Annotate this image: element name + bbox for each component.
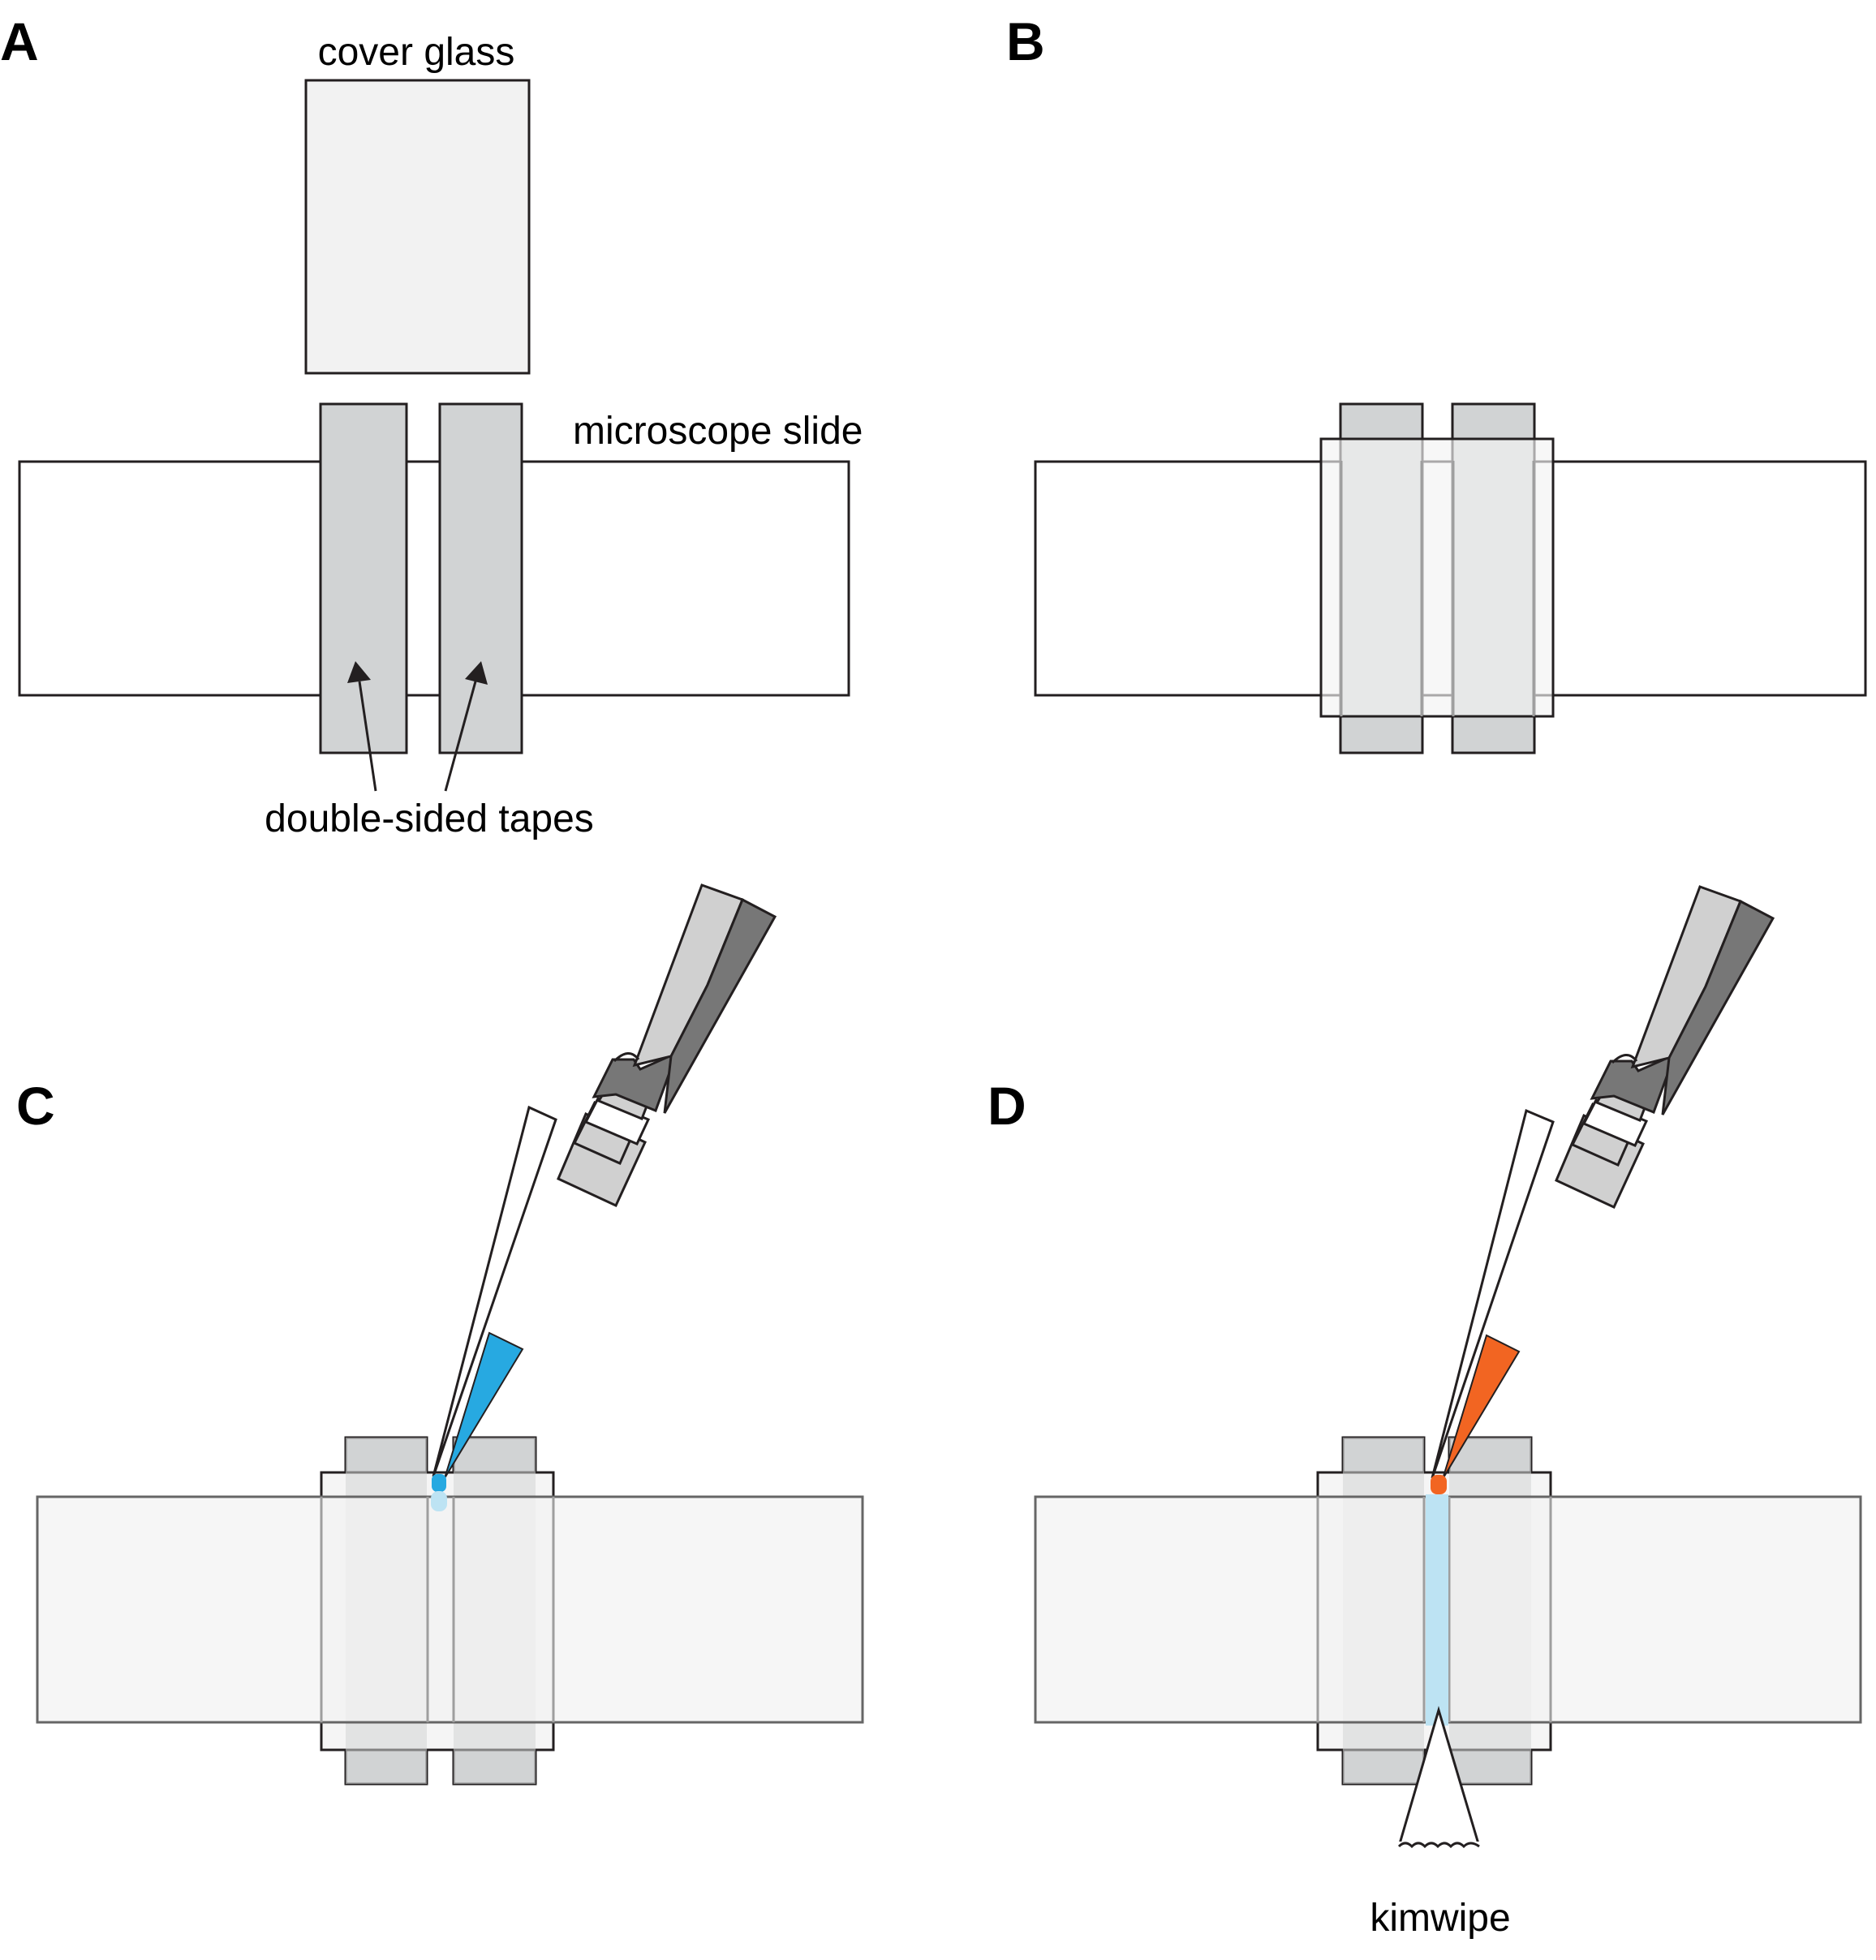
- liquid-orange: [1442, 1334, 1521, 1480]
- channel-liquid-blue: [1426, 1494, 1448, 1726]
- panel-c: C: [16, 883, 864, 1786]
- liquid-blue: [444, 1331, 524, 1479]
- cover-glass-edges-through: [1340, 461, 1535, 716]
- cover-glass-label: cover glass: [318, 31, 515, 74]
- double-sided-tape-right: [438, 402, 523, 754]
- droplet-blue-spread: [431, 1491, 447, 1511]
- double-sided-tape-left: [319, 402, 408, 754]
- cover-glass: [1319, 437, 1555, 718]
- droplet-orange: [1431, 1475, 1447, 1494]
- pipette-tip: [432, 1105, 557, 1477]
- panel-b-letter: B: [1006, 11, 1045, 71]
- panel-d-letter: D: [987, 1076, 1026, 1136]
- tape-arrow-left: [347, 661, 377, 792]
- kimwipe-label: kimwipe: [1370, 1897, 1510, 1940]
- droplet-blue: [432, 1474, 446, 1492]
- pipette: [431, 883, 777, 1511]
- panel-a-letter: A: [0, 11, 39, 71]
- double-sided-tapes-label: double-sided tapes: [265, 797, 594, 840]
- panel-a: A cover glass microscope slide double-si…: [0, 11, 863, 840]
- microscope-slide: [18, 460, 850, 697]
- pipette-tip: [1431, 1108, 1555, 1479]
- tape-arrow-right: [444, 661, 488, 792]
- panel-d: D kimwipe: [987, 885, 1862, 1940]
- microscope-slide: [36, 1495, 864, 1724]
- cover-glass: [304, 79, 531, 375]
- pipette: [1431, 885, 1775, 1494]
- kimwipe: [1396, 1705, 1482, 1851]
- panel-c-letter: C: [16, 1076, 55, 1136]
- panel-b: B: [1006, 11, 1867, 754]
- microscope-slide-label: microscope slide: [573, 410, 863, 453]
